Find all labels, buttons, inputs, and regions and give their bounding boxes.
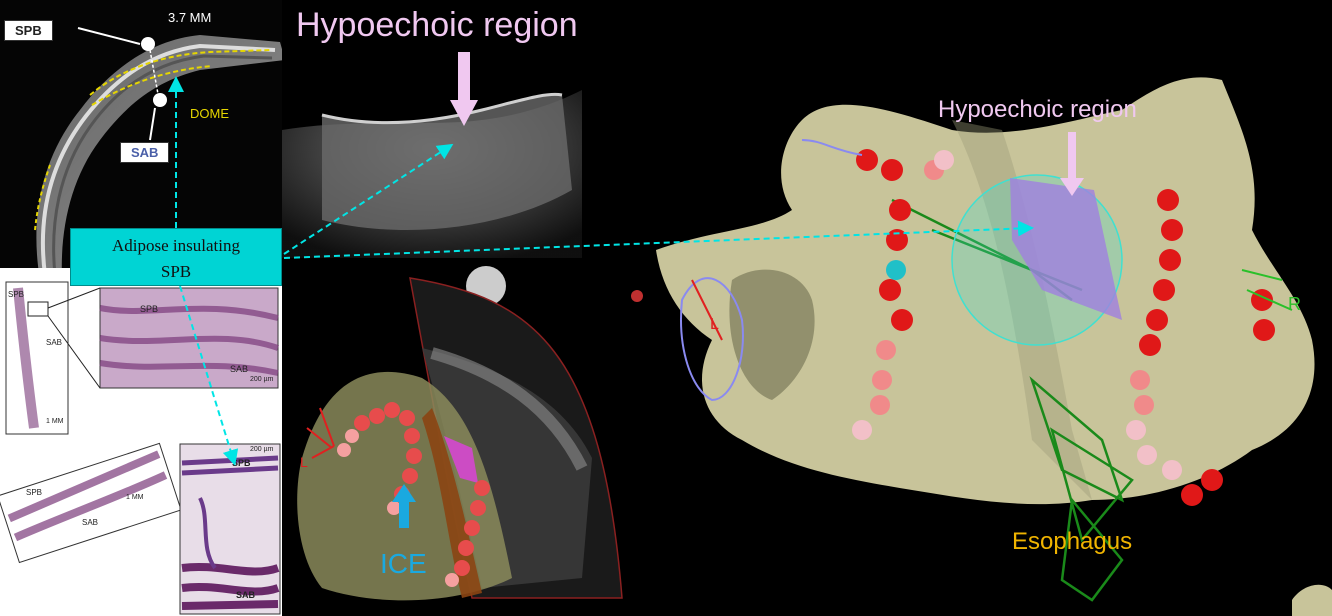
histology-panel: SPB SAB 1 MM SPB SAB 200 µm SPB SAB 1 MM… — [0, 268, 284, 616]
map-r-label: R — [1288, 294, 1301, 314]
callout-line1: Adipose insulating — [112, 236, 240, 255]
ice-label: ICE — [380, 548, 427, 579]
histo-scale-a: 1 MM — [46, 418, 64, 425]
ice-image — [297, 266, 643, 601]
histo-sab-b: SAB — [230, 364, 249, 374]
histo-spb-b: SPB — [140, 304, 159, 314]
map-panel: Hypoechoic region R L Esophagus — [652, 0, 1332, 616]
histo-sab-d: SAB — [236, 590, 256, 600]
callout-line2: SPB — [160, 262, 192, 281]
ice-panel: ICE L — [282, 258, 654, 616]
spb-label: SPB — [4, 20, 53, 41]
histo-spb-d: SPB — [232, 458, 251, 468]
measure-label: 3.7 MM — [168, 10, 212, 25]
sab-label: SAB — [120, 142, 170, 163]
esophagus-label: Esophagus — [1012, 528, 1133, 555]
adipose-callout: Adipose insulating SPB — [70, 228, 282, 286]
map-image — [656, 77, 1332, 616]
ultrasound-panel: Hypoechoic region — [282, 0, 654, 258]
histo-sab-c: SAB — [82, 518, 99, 527]
ice-l-label: L — [300, 454, 308, 470]
ct-image — [34, 27, 285, 280]
histo-spb-a: SPB — [8, 290, 25, 299]
dome-label: DOME — [190, 106, 229, 121]
map-hypoechoic-label: Hypoechoic region — [938, 96, 1137, 123]
ultrasound-title: Hypoechoic region — [296, 6, 578, 44]
histo-scale-c: 1 MM — [126, 494, 144, 501]
map-l-label: L — [710, 316, 719, 333]
histo-scale-d: 200 µm — [250, 446, 274, 453]
histo-spb-c: SPB — [26, 488, 43, 497]
histo-sab-a: SAB — [46, 338, 63, 347]
histo-scale-b: 200 µm — [250, 376, 274, 383]
histology-image — [0, 281, 281, 615]
